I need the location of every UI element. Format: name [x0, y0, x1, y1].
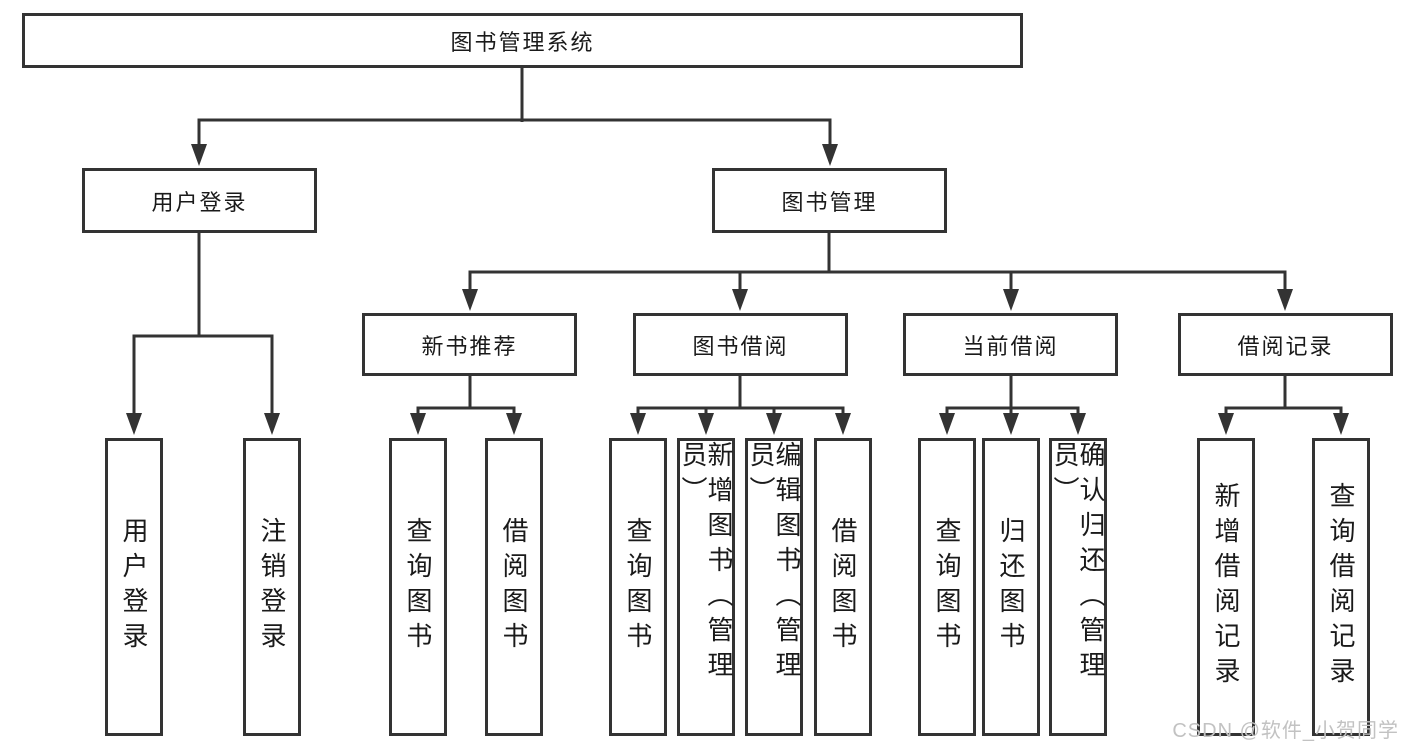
- connector-arrowheads: [126, 144, 1349, 435]
- node-book-borrowing: 图书借阅: [633, 313, 848, 376]
- node-book-management-label: 图书管理: [781, 189, 878, 215]
- leaf-borrow-books: 借阅图书: [814, 438, 872, 736]
- connector-lines: [132, 68, 1343, 416]
- leaf-user-login-label: 用户登录: [119, 517, 149, 657]
- leaf-confirm-return-admin: 确认归还（管理员）: [1049, 438, 1107, 736]
- leaf-confirm-return-admin-label: 确认归还（管理员）: [1050, 441, 1106, 686]
- node-user-login: 用户登录: [82, 168, 317, 233]
- node-library-management-system: 图书管理系统: [22, 13, 1023, 68]
- leaf-add-books-admin-label: 新增图书（管理员）: [678, 441, 734, 686]
- leaf-return-books: 归还图书: [982, 438, 1040, 736]
- node-user-login-label: 用户登录: [151, 189, 248, 215]
- node-new-book-recommendation: 新书推荐: [362, 313, 577, 376]
- leaf-query-books-borrow-label: 查询图书: [623, 517, 653, 657]
- leaf-user-login: 用户登录: [105, 438, 163, 736]
- leaf-add-borrow-record-label: 新增借阅记录: [1211, 482, 1241, 692]
- node-library-management-system-label: 图书管理系统: [450, 29, 595, 55]
- leaf-query-books-current-label: 查询图书: [932, 517, 962, 657]
- leaf-logout-label: 注销登录: [257, 517, 287, 657]
- leaf-edit-books-admin-label: 编辑图书（管理员）: [746, 441, 802, 686]
- leaf-edit-books-admin: 编辑图书（管理员）: [745, 438, 803, 736]
- node-borrowing-records-label: 借阅记录: [1237, 333, 1334, 359]
- node-current-borrowing-label: 当前借阅: [962, 333, 1059, 359]
- leaf-logout: 注销登录: [243, 438, 301, 736]
- leaf-return-books-label: 归还图书: [996, 517, 1026, 657]
- leaf-query-books-recommend: 查询图书: [389, 438, 447, 736]
- leaf-add-books-admin: 新增图书（管理员）: [677, 438, 735, 736]
- node-book-management: 图书管理: [712, 168, 947, 233]
- leaf-borrow-books-label: 借阅图书: [828, 517, 858, 657]
- leaf-query-books-current: 查询图书: [918, 438, 976, 736]
- leaf-query-books-borrow: 查询图书: [609, 438, 667, 736]
- leaf-query-books-recommend-label: 查询图书: [403, 517, 433, 657]
- node-current-borrowing: 当前借阅: [903, 313, 1118, 376]
- leaf-query-borrow-record-label: 查询借阅记录: [1326, 482, 1356, 692]
- leaf-borrow-books-recommend: 借阅图书: [485, 438, 543, 736]
- leaf-query-borrow-record: 查询借阅记录: [1312, 438, 1370, 736]
- leaf-add-borrow-record: 新增借阅记录: [1197, 438, 1255, 736]
- leaf-borrow-books-recommend-label: 借阅图书: [499, 517, 529, 657]
- node-book-borrowing-label: 图书借阅: [692, 333, 789, 359]
- node-new-book-recommendation-label: 新书推荐: [421, 333, 518, 359]
- csdn-watermark: CSDN @软件_小贺同学: [1172, 720, 1399, 742]
- node-borrowing-records: 借阅记录: [1178, 313, 1393, 376]
